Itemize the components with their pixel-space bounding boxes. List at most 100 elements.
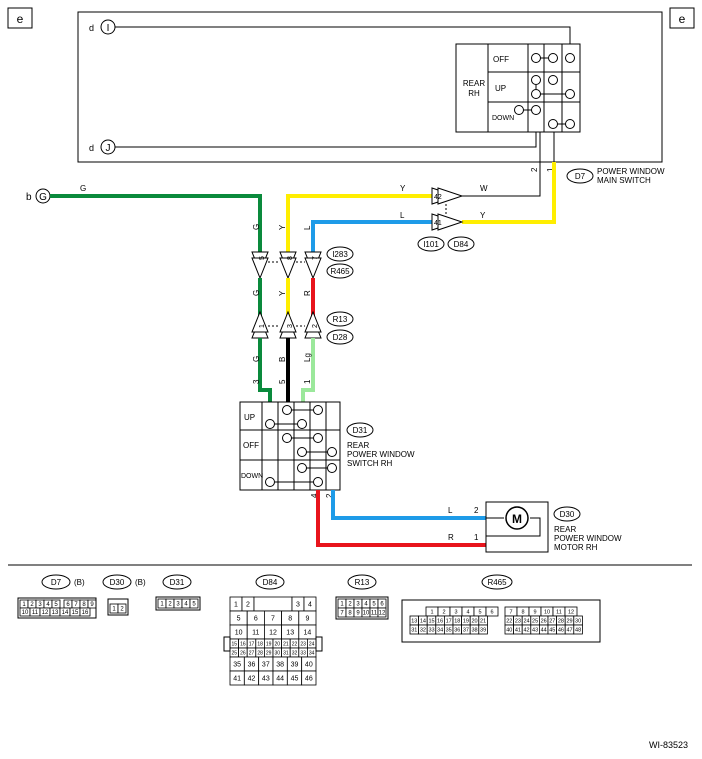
rear-switch-pin-5: 5: [278, 379, 287, 384]
motor-icon: [505, 506, 529, 530]
connector-d84: D84: [454, 240, 469, 249]
legend-r465-pin: 8: [521, 609, 524, 615]
legend-r465-pin: 34: [437, 627, 443, 633]
legend-d84-pin: 45: [291, 675, 299, 682]
legend-r465-pin: 18: [454, 618, 460, 624]
motor-symbol: M: [512, 512, 522, 526]
connector-r13: R13: [333, 315, 348, 324]
connector-i283-badge: [326, 246, 354, 262]
diagram-code: WI-83523: [649, 740, 688, 750]
legend-d31-pin: 3: [176, 602, 180, 608]
rear-switch-pin-2: 2: [325, 493, 334, 498]
wire-green-top: [50, 194, 262, 252]
legend-d84-pin: 25: [232, 650, 238, 656]
legend-d7-pin: 5: [54, 602, 58, 608]
legend-d84-pin: 23: [300, 641, 306, 647]
main-switch-enclosure: [77, 11, 663, 163]
legend-r465-pin: 36: [454, 627, 460, 633]
legend-r465-pin: 41: [515, 627, 521, 633]
wire-blue-top: [311, 220, 432, 252]
rear-switch-name-1: REAR: [347, 441, 369, 450]
legend-r465-pin: 35: [446, 627, 452, 633]
legend-r13-pin: 10: [363, 611, 370, 617]
legend-d7-pin: 13: [52, 610, 59, 616]
main-switch-table: [455, 43, 581, 133]
legend-d84-pin: 4: [308, 601, 312, 608]
legend-d30-pin-cell: [117, 603, 127, 614]
legend-r465-pin: 6: [490, 609, 493, 615]
legend-r13-pin: 8: [348, 611, 352, 617]
connector-r465: R465: [330, 267, 350, 276]
legend-d7-pin: 16: [82, 610, 89, 616]
terminal-g-label: G: [39, 192, 47, 203]
wire-yellow-right: [462, 162, 556, 224]
legend-d84-pin: 31: [283, 650, 289, 656]
legend-d84-pin: 9: [305, 615, 309, 622]
legend-r465-pin: 28: [558, 618, 564, 624]
legend-r465-pin: 17: [446, 618, 452, 624]
main-switch-pin-1: 1: [546, 167, 555, 172]
connector-d31-badge: [346, 422, 374, 438]
legend-d31-pin: 2: [168, 602, 172, 608]
legend-d7-badge: [41, 574, 71, 590]
terminal-i-label: I: [107, 23, 110, 34]
legend-r465-pin: 23: [515, 618, 521, 624]
legend-r465-pin: 45: [549, 627, 555, 633]
rear-switch-pin-1: 1: [303, 379, 312, 384]
legend-d84-pin: 28: [257, 650, 263, 656]
connector-i283-r465-arrows: [251, 251, 322, 280]
legend-d84-pin: 16: [240, 641, 246, 647]
legend-r465-pin: 2: [442, 609, 445, 615]
legend-r465-pin: 15: [428, 618, 434, 624]
ref-e-left: e: [17, 12, 24, 26]
legend-d7: D7: [51, 578, 62, 587]
legend-r465-pin: 4: [466, 609, 469, 615]
legend-r465-pin: 14: [420, 618, 426, 624]
wire-lightgreen-low: [301, 338, 315, 404]
legend-d84-pin: 41: [233, 675, 241, 682]
legend-r465-pin: 42: [523, 627, 529, 633]
wire-red-motor: [316, 490, 486, 547]
ref-box-e-right: [669, 7, 695, 29]
legend-d84-pin: 30: [275, 650, 281, 656]
legend-r13-pin: 6: [380, 602, 384, 608]
connector-d28: D28: [333, 333, 348, 342]
motor-name-1: REAR: [554, 525, 576, 534]
connector-i283: I283: [332, 250, 348, 259]
legend-r13-pin: 7: [340, 611, 344, 617]
legend-d84-badge: [255, 574, 285, 590]
rear-switch-pos-off: OFF: [243, 441, 259, 450]
wire-label-r1: R: [303, 290, 312, 296]
wire-yellow-top: [286, 194, 432, 252]
legend-d84-pin: 22: [292, 641, 298, 647]
rear-switch-pos-down: DOWN: [241, 473, 263, 480]
legend-d84-pin: 20: [275, 641, 281, 647]
legend-d84-pin: 37: [262, 661, 270, 668]
legend-r13-pin: 3: [356, 602, 360, 608]
legend-r465-pin: 25: [532, 618, 538, 624]
legend-d31: D31: [170, 578, 185, 587]
connector-outline: [401, 599, 601, 643]
legend-r465-pin: 27: [549, 618, 555, 624]
legend-d30-pin: 1: [112, 607, 116, 613]
legend-d84-pin: 35: [233, 661, 241, 668]
legend-d7-pin: 1: [22, 602, 26, 608]
legend-r465-pin: 24: [523, 618, 529, 624]
legend-r465-pin: 16: [437, 618, 443, 624]
legend-r465-pin: 32: [420, 627, 426, 633]
main-switch-name-1: POWER WINDOW: [597, 167, 665, 176]
wire-blue-motor: [331, 490, 486, 520]
legend-d84-pin: 24: [309, 641, 315, 647]
legend-d7-pin: 10: [22, 610, 29, 616]
wire-label-y2: Y: [480, 211, 486, 220]
legend-r465-pin: 20: [471, 618, 477, 624]
legend-d7-pin: 2: [30, 602, 34, 608]
legend-r13-badge: [347, 574, 377, 590]
rear-switch-name-3: SWITCH RH: [347, 459, 393, 468]
connector-r13-d28-arrows: [251, 310, 322, 339]
ref-e-right: e: [679, 12, 686, 26]
legend-d84-pin: 14: [304, 629, 312, 636]
legend-d7-color: (B): [74, 578, 85, 587]
